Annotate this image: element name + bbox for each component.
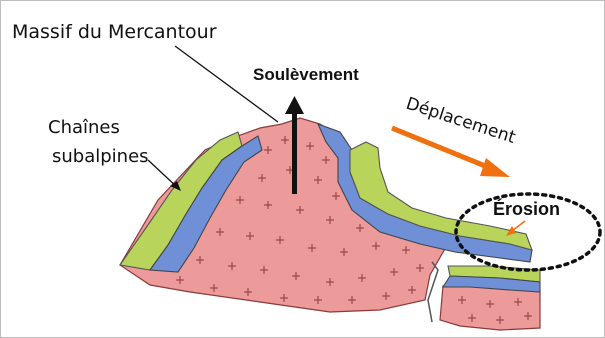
uplift-label: Soulèvement	[253, 65, 359, 84]
title-label: Massif du Mercantour	[12, 21, 217, 43]
erosion-label: Érosion	[493, 198, 560, 219]
title-leader-line	[175, 46, 278, 122]
chains-label-line1: Chaînes	[48, 117, 120, 138]
chains-label-line2: subalpines	[52, 146, 149, 167]
